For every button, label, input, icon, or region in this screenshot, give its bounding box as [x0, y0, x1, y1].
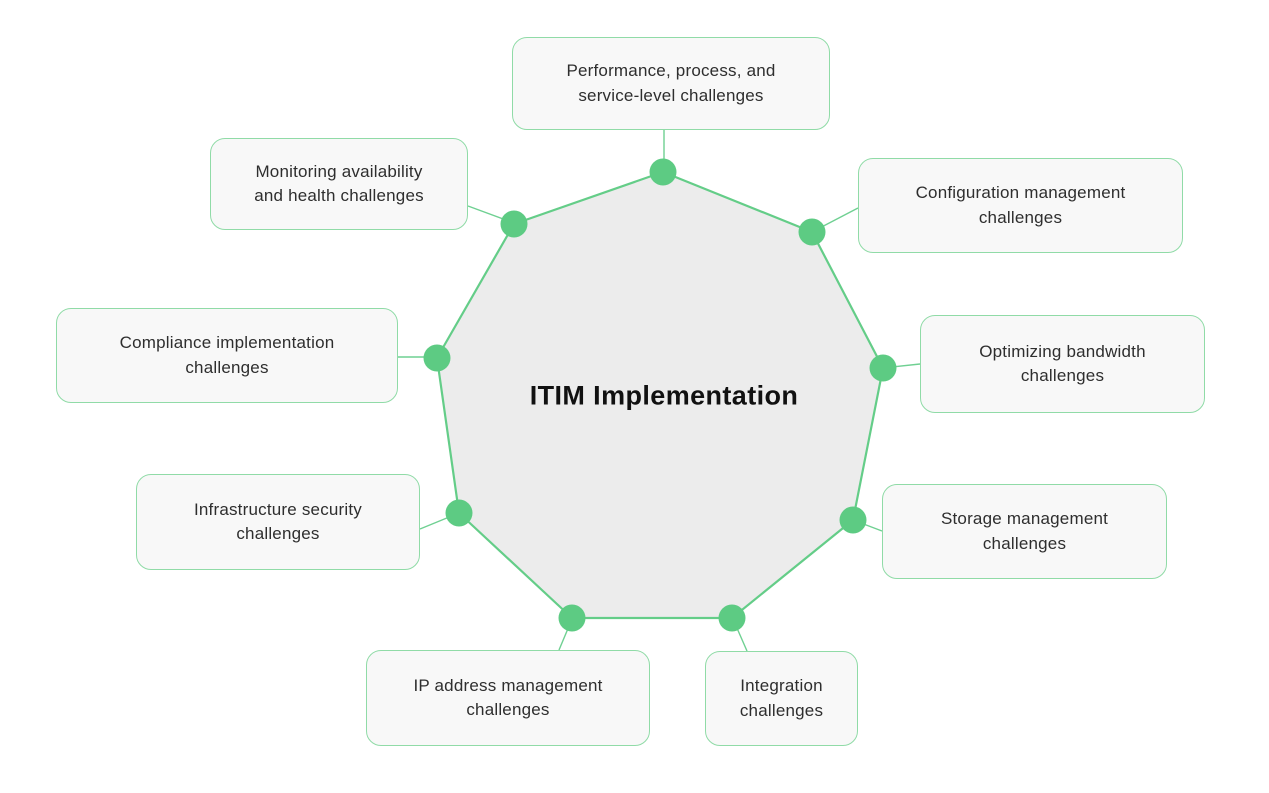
vertex-dot-integration	[718, 604, 746, 632]
node-label-infrastructure: Infrastructure security challenges	[193, 499, 363, 543]
node-box-performance-process-service-level: Performance, process, and service-level …	[512, 37, 830, 130]
vertex-dot-configuration	[798, 218, 826, 246]
node-box-configuration-management: Configuration management challenges	[858, 158, 1183, 253]
vertex-dot-storage	[839, 506, 867, 534]
vertex-dot-performance	[649, 158, 677, 186]
node-box-optimizing-bandwidth: Optimizing bandwidth challenges	[920, 315, 1205, 413]
node-label-configuration: Configuration management challenges	[915, 183, 1126, 227]
node-label-compliance: Compliance implementation challenges	[119, 333, 335, 377]
nonagon-shape	[435, 170, 885, 620]
vertex-dot-compliance	[423, 344, 451, 372]
node-label-integration: Integration challenges	[739, 676, 824, 720]
node-box-monitoring-availability: Monitoring availability and health chall…	[210, 138, 468, 230]
node-label-ip-address: IP address management challenges	[413, 675, 603, 719]
node-box-compliance-implementation: Compliance implementation challenges	[56, 308, 398, 403]
node-label-bandwidth: Optimizing bandwidth challenges	[979, 341, 1146, 385]
node-box-storage-management: Storage management challenges	[882, 484, 1167, 579]
vertex-dot-monitoring	[500, 210, 528, 238]
node-label-performance: Performance, process, and service-level …	[566, 61, 776, 105]
node-box-integration: Integration challenges	[705, 651, 858, 746]
vertex-dot-infrastructure	[445, 499, 473, 527]
node-label-monitoring: Monitoring availability and health chall…	[254, 161, 424, 205]
vertex-dot-bandwidth	[869, 354, 897, 382]
diagram-title: ITIM Implementation	[529, 380, 799, 411]
node-box-ip-address-management: IP address management challenges	[366, 650, 650, 746]
node-label-storage: Storage management challenges	[940, 509, 1109, 553]
vertex-dot-ip-address	[558, 604, 586, 632]
node-box-infrastructure-security: Infrastructure security challenges	[136, 474, 420, 570]
